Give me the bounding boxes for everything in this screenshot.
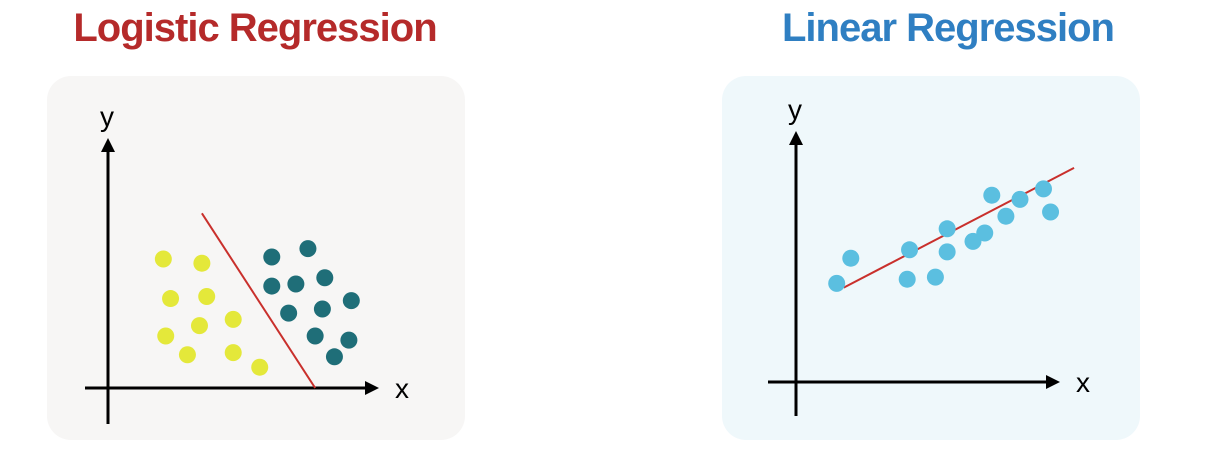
data-point-series-2 xyxy=(287,275,305,293)
data-point-series-2 xyxy=(316,269,334,287)
data-point-series-2 xyxy=(299,240,317,258)
data-point-series-1 xyxy=(997,207,1015,225)
x-axis-label: x xyxy=(1076,367,1090,398)
x-axis-label: x xyxy=(395,373,409,404)
data-point-series-1 xyxy=(983,186,1001,204)
y-axis-label: y xyxy=(788,94,802,125)
y-axis-label: y xyxy=(100,101,114,132)
data-point-series-1 xyxy=(251,358,269,376)
data-point-series-1 xyxy=(157,327,175,345)
y-axis-arrowhead xyxy=(789,131,803,145)
decision-boundary-line xyxy=(201,212,316,389)
data-point-series-1 xyxy=(1011,190,1029,208)
data-point-series-1 xyxy=(178,346,196,364)
data-point-series-1 xyxy=(1042,203,1060,221)
data-point-series-1 xyxy=(976,224,994,242)
data-point-series-2 xyxy=(306,327,324,345)
logistic-regression-plot: y x xyxy=(85,101,409,424)
data-point-series-2 xyxy=(280,304,298,322)
data-point-series-2 xyxy=(313,300,331,318)
data-point-series-1 xyxy=(224,310,242,328)
data-point-series-1 xyxy=(154,250,172,268)
data-point-series-1 xyxy=(190,317,208,335)
x-axis-arrowhead xyxy=(1046,375,1060,389)
data-point-series-2 xyxy=(263,248,281,266)
linear-regression-panel: y x xyxy=(722,76,1140,440)
linear-regression-plot: y x xyxy=(768,94,1090,416)
y-axis-arrowhead xyxy=(101,138,115,152)
data-point-series-2 xyxy=(325,348,343,366)
data-point-series-1 xyxy=(828,274,846,292)
data-point-series-2 xyxy=(342,292,360,310)
data-point-series-1 xyxy=(898,270,916,288)
data-point-series-1 xyxy=(198,287,216,305)
data-point-series-1 xyxy=(193,254,211,272)
data-point-series-1 xyxy=(162,290,180,308)
x-axis-arrowhead xyxy=(365,381,379,395)
linear-chart-title: Linear Regression xyxy=(781,6,1115,50)
data-point-series-1 xyxy=(224,344,242,362)
data-point-series-2 xyxy=(263,277,281,295)
data-point-series-1 xyxy=(842,249,860,267)
data-point-series-2 xyxy=(340,331,358,349)
data-point-series-1 xyxy=(901,241,919,259)
data-point-series-1 xyxy=(938,220,956,238)
data-point-series-1 xyxy=(1035,180,1052,198)
data-point-series-1 xyxy=(964,232,982,250)
data-point-series-1 xyxy=(926,268,944,286)
data-point-series-1 xyxy=(938,243,956,261)
logistic-chart-title: Logistic Regression xyxy=(73,6,437,50)
logistic-regression-panel: y x xyxy=(47,76,465,440)
